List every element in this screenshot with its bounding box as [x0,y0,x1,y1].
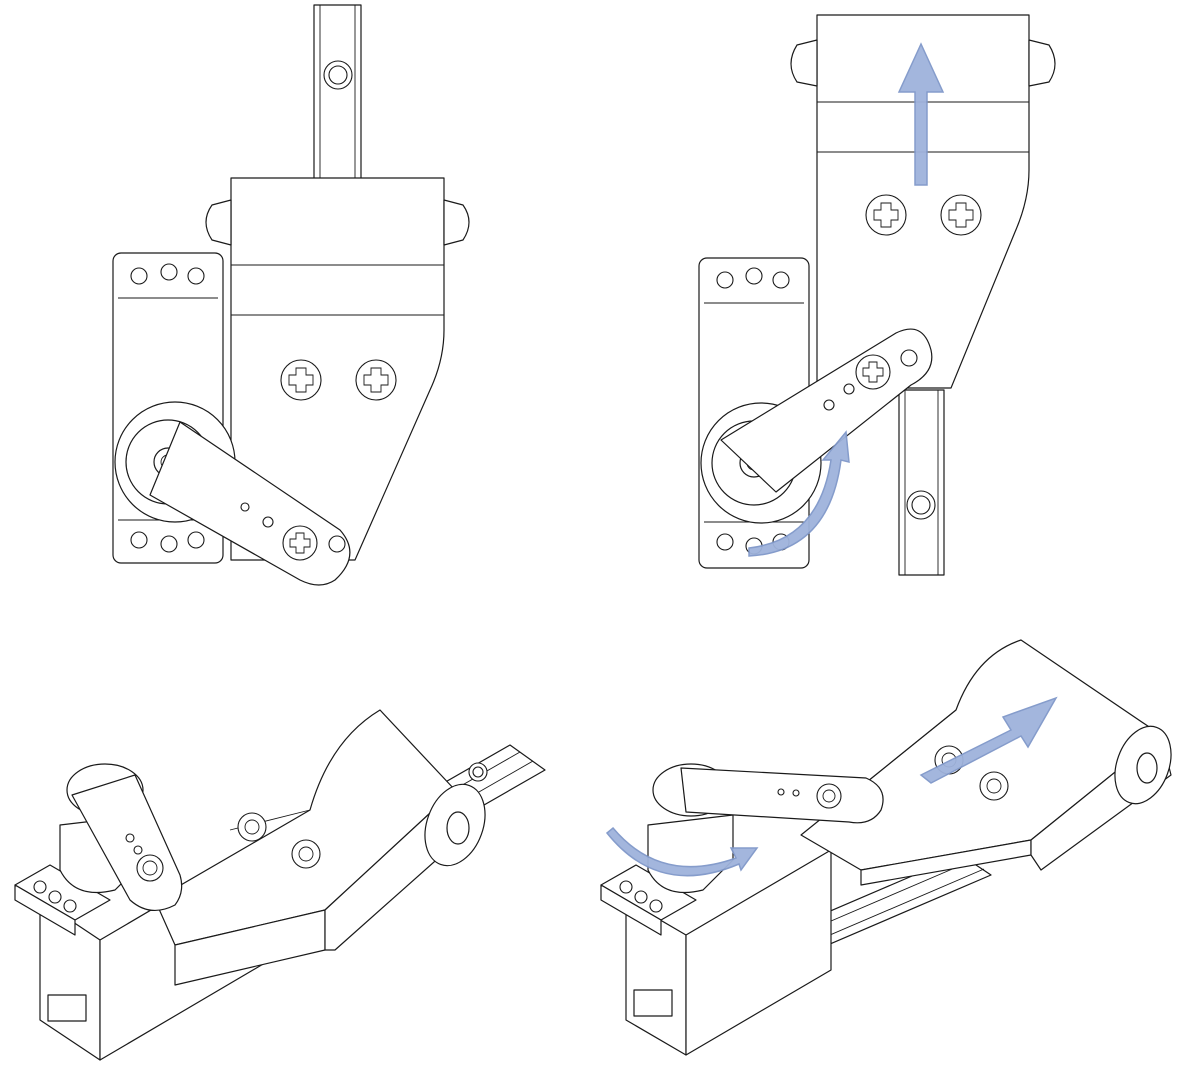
cross-screw-icon [816,783,842,809]
cross-screw-icon [865,194,907,236]
cross-screw-icon [355,359,397,401]
horn-arm [71,774,183,911]
cross-screw-icon [979,771,1009,801]
panel-front-retracted [0,0,591,600]
slider-block [800,639,1172,886]
slider-block [205,177,470,561]
rail [898,389,945,576]
panel-iso-extended [591,600,1182,1070]
slider-block [154,709,486,986]
cross-screw-icon [237,812,267,842]
cross-screw-icon [136,854,164,882]
horn-arm [680,767,884,824]
straight-arrow-icon [919,696,1058,784]
rotation-arrow-icon [605,826,759,877]
straight-arrow-icon [897,42,945,186]
slider-block [790,14,1056,389]
cross-screw-icon [940,194,982,236]
cross-screw-icon [282,525,318,561]
cross-screw-icon [291,839,321,869]
cross-screw-icon [280,359,322,401]
panel-iso-retracted [0,600,591,1070]
cross-screw-icon [855,354,891,390]
servo-body [600,849,832,1056]
rotation-arrow-icon [748,430,850,557]
horn-arm [149,421,351,586]
rail [313,4,362,181]
horn-arm [720,328,933,493]
panel-front-extended [591,0,1182,600]
